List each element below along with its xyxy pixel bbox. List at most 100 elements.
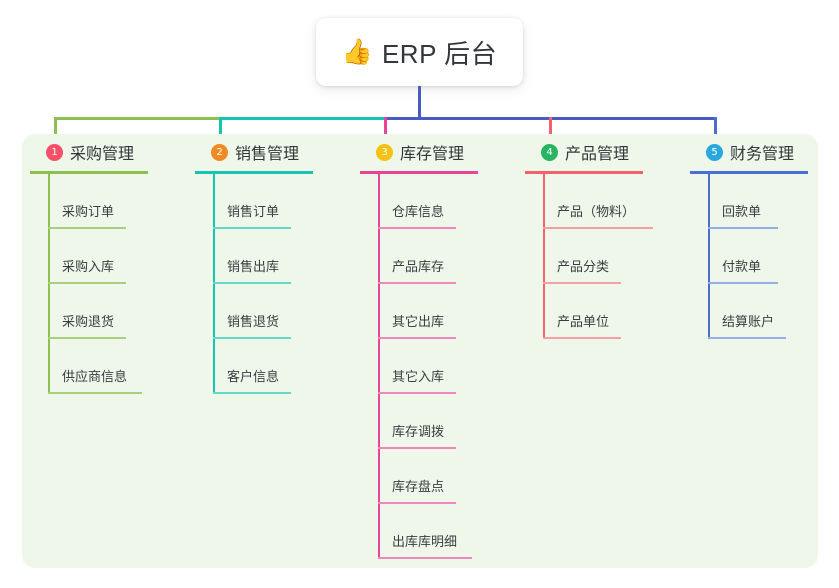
- leaf-item[interactable]: 产品库存: [360, 229, 478, 284]
- leaf-item-rule: [48, 337, 126, 339]
- leaf-item-label: 其它出库: [392, 314, 445, 329]
- branch-header-rule: [30, 171, 148, 174]
- leaf-item-rule: [543, 337, 621, 339]
- leaf-item-rule: [213, 282, 291, 284]
- leaf-item-rule: [708, 227, 778, 229]
- leaf-item-label: 产品库存: [392, 259, 445, 274]
- leaf-item[interactable]: 出库库明细: [360, 504, 478, 559]
- leaf-item-rule: [48, 392, 142, 394]
- leaf-item-label: 销售退货: [227, 314, 280, 329]
- leaf-item[interactable]: 结算账户: [690, 284, 808, 339]
- connector-segment: [54, 117, 222, 120]
- branch-column-4: 4 产品管理产品（物料） 产品分类产品单位: [525, 140, 653, 339]
- leaf-item-label: 供应商信息: [62, 369, 128, 384]
- leaf-item[interactable]: 销售订单: [195, 174, 313, 229]
- leaf-item-rule: [378, 557, 472, 559]
- leaf-item[interactable]: 采购退货: [30, 284, 148, 339]
- leaf-item-rule: [213, 337, 291, 339]
- branch-index-badge: 4: [541, 143, 558, 161]
- leaf-item-rule: [378, 282, 456, 284]
- leaf-item-rule: [378, 227, 456, 229]
- branch-header[interactable]: 2 销售管理: [195, 140, 313, 164]
- connector-segment: [384, 117, 552, 120]
- leaf-item-rule: [48, 282, 126, 284]
- branch-header[interactable]: 3 库存管理: [360, 140, 478, 164]
- leaf-item[interactable]: 产品（物料）: [525, 174, 653, 229]
- leaf-item-label: 出库库明细: [392, 534, 458, 549]
- branch-header-rule: [690, 171, 808, 174]
- leaf-item-rule: [708, 282, 778, 284]
- leaf-item-label: 产品（物料）: [557, 204, 636, 219]
- leaf-item[interactable]: 销售出库: [195, 229, 313, 284]
- leaf-item[interactable]: 仓库信息: [360, 174, 478, 229]
- connector-root-stem: [418, 86, 421, 120]
- branch-spine: [543, 174, 545, 339]
- branch-spine: [708, 174, 710, 339]
- leaf-item-label: 采购订单: [62, 204, 115, 219]
- leaf-item[interactable]: 销售退货: [195, 284, 313, 339]
- leaf-item-label: 库存调拨: [392, 424, 445, 439]
- connector-segment: [549, 117, 717, 120]
- leaf-item-label: 结算账户: [722, 314, 775, 329]
- leaf-item-label: 仓库信息: [392, 204, 445, 219]
- branch-index-badge: 2: [211, 143, 228, 161]
- leaf-item-label: 销售订单: [227, 204, 280, 219]
- leaf-item[interactable]: 产品单位: [525, 284, 643, 339]
- branch-header[interactable]: 5 财务管理: [690, 140, 808, 164]
- root-node-title: ERP 后台: [381, 38, 498, 69]
- leaf-item[interactable]: 库存调拨: [360, 394, 478, 449]
- branch-header[interactable]: 4 产品管理: [525, 140, 643, 164]
- leaf-item[interactable]: 供应商信息: [30, 339, 148, 394]
- leaf-item-label: 产品分类: [557, 259, 610, 274]
- leaf-item[interactable]: 其它出库: [360, 284, 478, 339]
- leaf-item-rule: [213, 227, 291, 229]
- leaf-item[interactable]: 采购订单: [30, 174, 148, 229]
- leaf-item-rule: [708, 337, 786, 339]
- leaf-item-label: 回款单: [722, 204, 762, 219]
- connector-segment: [219, 117, 387, 120]
- leaf-item-rule: [543, 227, 653, 229]
- branch-column-2: 2 销售管理销售订单销售出库销售退货客户信息: [195, 140, 313, 394]
- branch-header-rule: [195, 171, 313, 174]
- leaf-item-label: 付款单: [722, 259, 762, 274]
- leaf-item[interactable]: 回款单: [690, 174, 808, 229]
- leaf-item-label: 库存盘点: [392, 479, 445, 494]
- branch-leaf-list: 销售订单销售出库销售退货客户信息: [195, 174, 313, 394]
- thumbs-up-icon: 👍: [341, 37, 373, 66]
- leaf-item-label: 产品单位: [557, 314, 610, 329]
- branch-index-badge: 5: [706, 143, 723, 161]
- branch-column-5: 5 财务管理回款单付款单结算账户: [690, 140, 808, 339]
- branch-index-badge: 3: [376, 143, 393, 161]
- root-node[interactable]: 👍 ERP 后台: [316, 18, 523, 86]
- branch-column-3: 3 库存管理仓库信息产品库存其它出库其它入库库存调拨库存盘点出库库明细: [360, 140, 478, 559]
- leaf-item-rule: [48, 227, 126, 229]
- branch-leaf-list: 采购订单采购入库采购退货供应商信息: [30, 174, 148, 394]
- leaf-item[interactable]: 采购入库: [30, 229, 148, 284]
- branch-spine: [213, 174, 215, 394]
- branch-title: 库存管理: [400, 146, 465, 163]
- leaf-item-label: 采购退货: [62, 314, 115, 329]
- leaf-item[interactable]: 付款单: [690, 229, 808, 284]
- branch-title: 销售管理: [235, 146, 300, 163]
- leaf-item[interactable]: 其它入库: [360, 339, 478, 394]
- leaf-item-rule: [378, 502, 456, 504]
- branch-leaf-list: 回款单付款单结算账户: [690, 174, 808, 339]
- leaf-item-label: 其它入库: [392, 369, 445, 384]
- leaf-item-rule: [378, 392, 456, 394]
- leaf-item-rule: [213, 392, 291, 394]
- leaf-item-rule: [543, 282, 621, 284]
- branches-panel: [22, 134, 818, 568]
- leaf-item[interactable]: 客户信息: [195, 339, 313, 394]
- branch-leaf-list: 产品（物料） 产品分类产品单位: [525, 174, 653, 339]
- branch-spine: [378, 174, 380, 559]
- leaf-item-label: 销售出库: [227, 259, 280, 274]
- leaf-item[interactable]: 库存盘点: [360, 449, 478, 504]
- leaf-item[interactable]: 产品分类: [525, 229, 643, 284]
- leaf-item-rule: [378, 447, 456, 449]
- branch-title: 产品管理: [565, 146, 630, 163]
- branch-title: 财务管理: [730, 146, 795, 163]
- branch-header-rule: [360, 171, 478, 174]
